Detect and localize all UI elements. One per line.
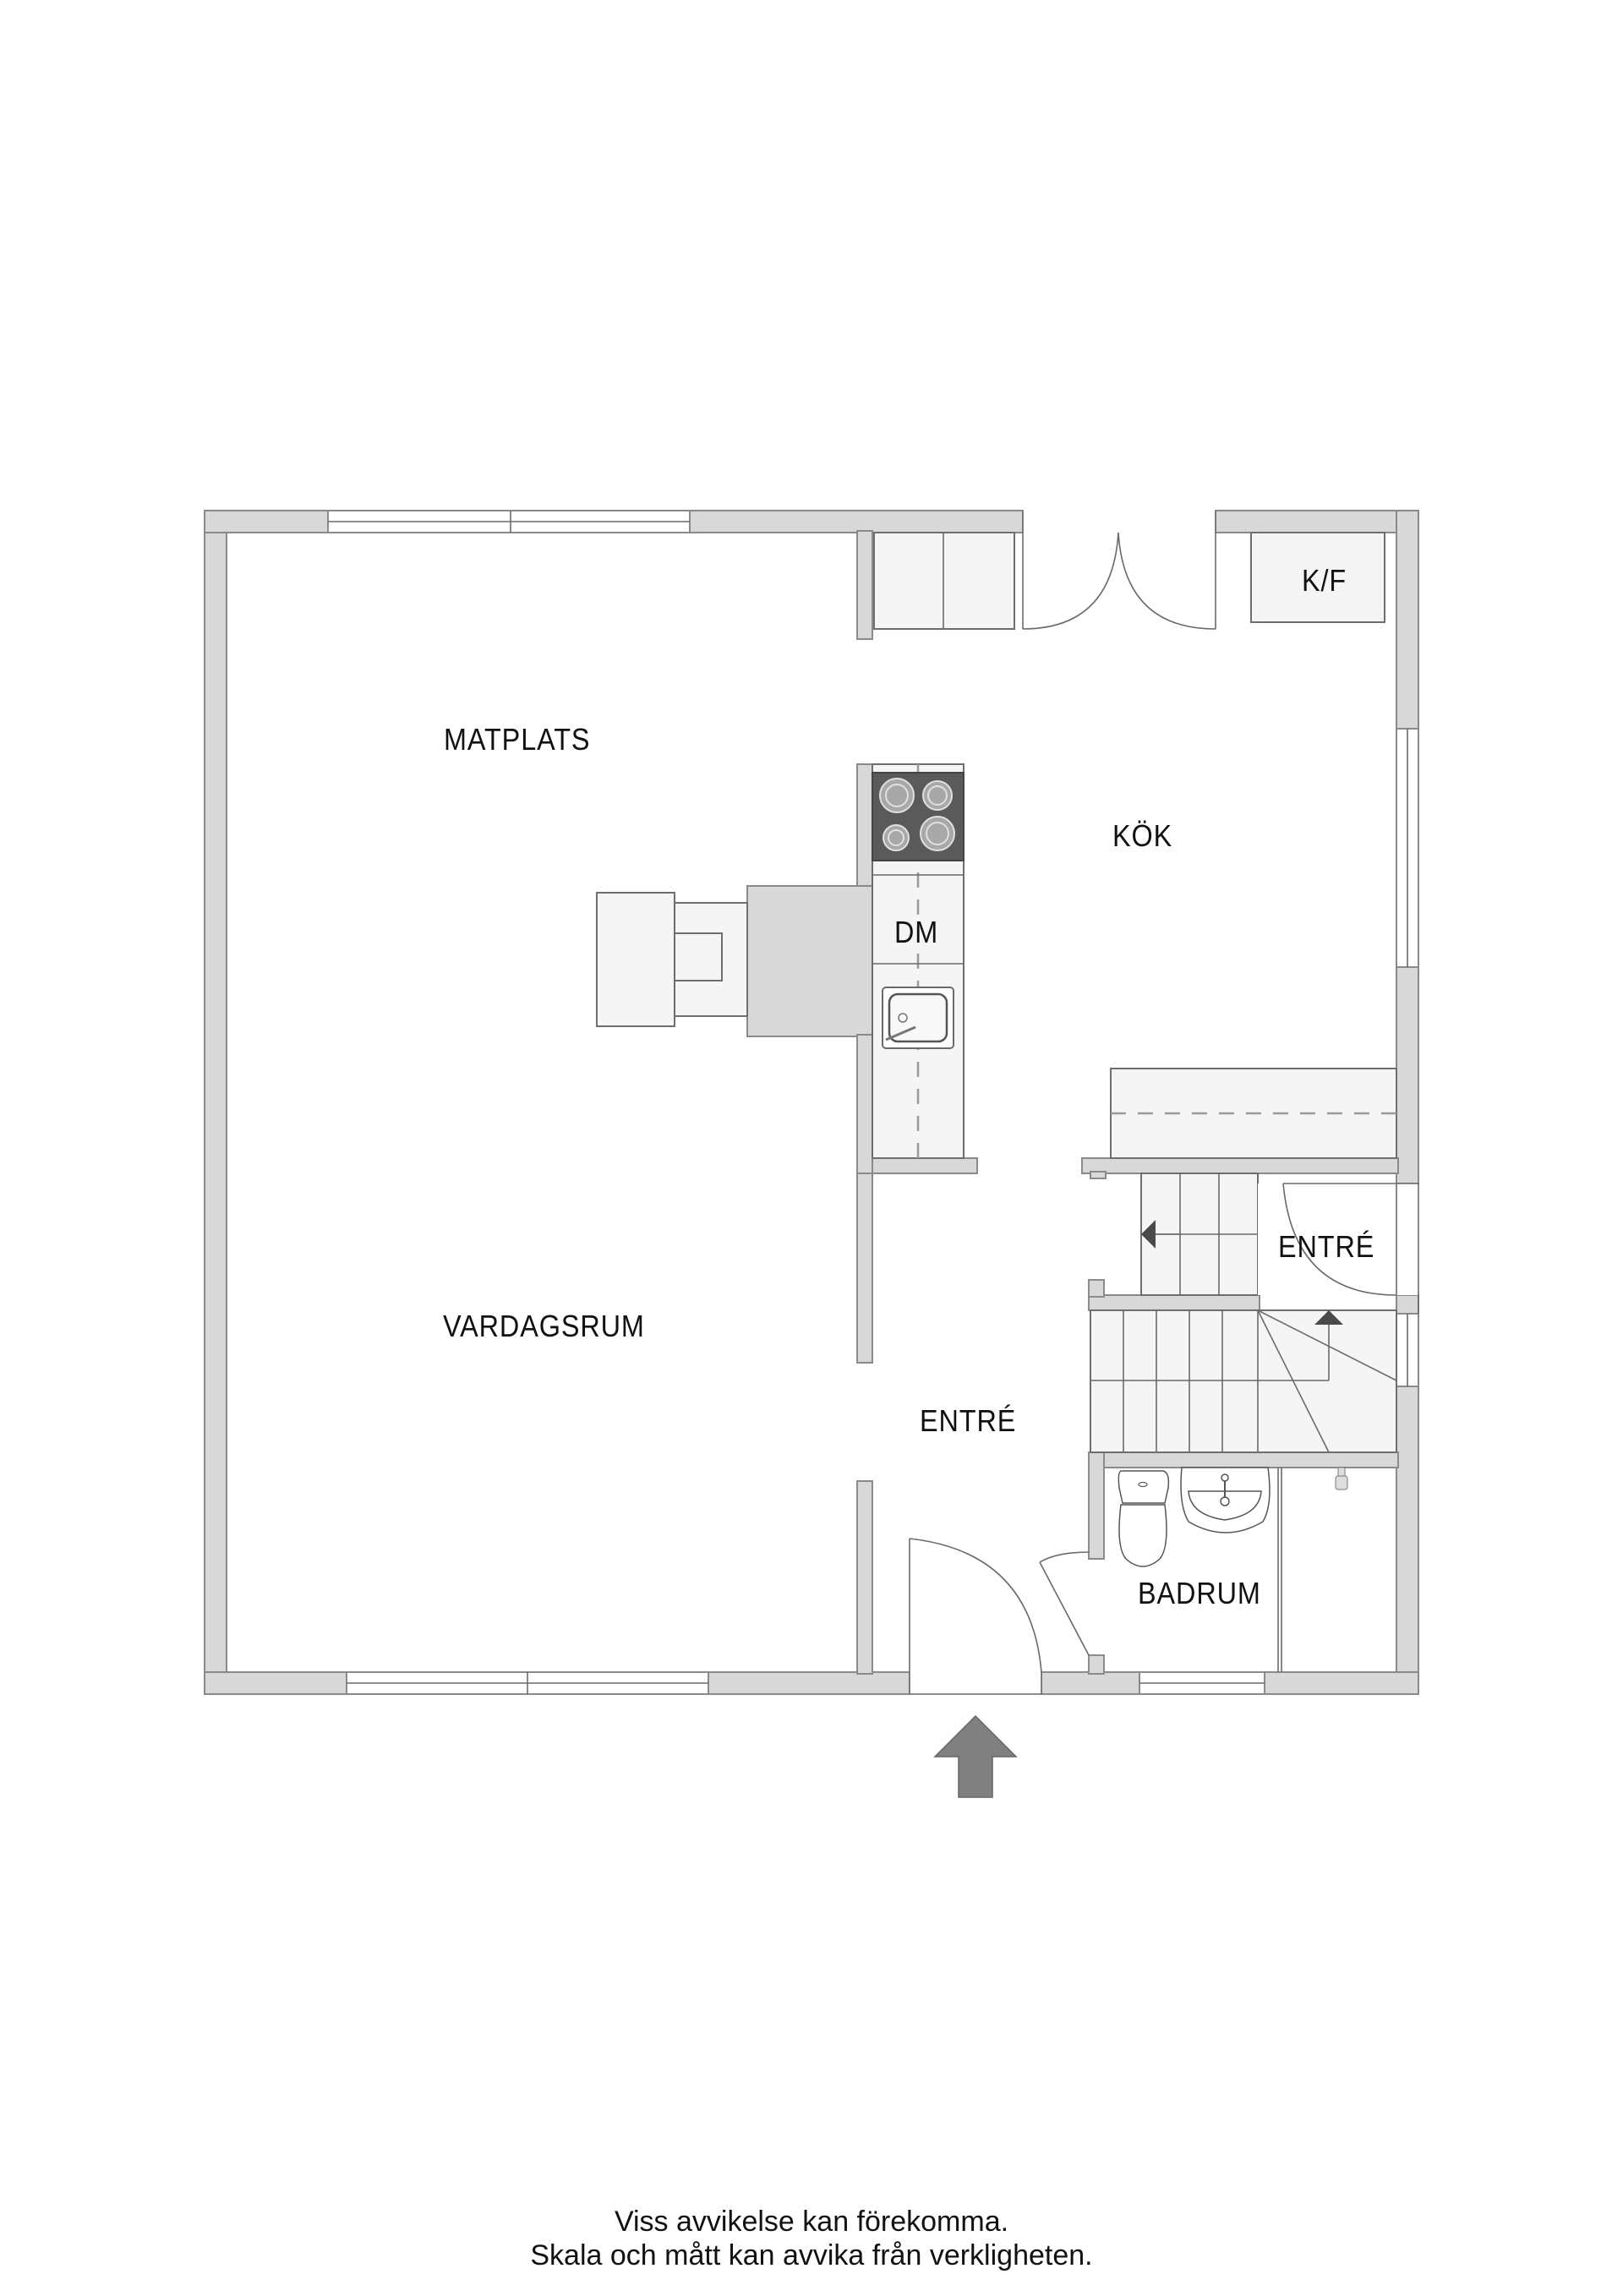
washbasin	[1180, 1467, 1271, 1533]
dining-table	[596, 892, 748, 1027]
window-bottom-vardagsrum	[346, 1671, 709, 1695]
room-label-entre-upper: ENTRÉ	[1278, 1229, 1375, 1264]
room-label-entre-main: ENTRÉ	[920, 1403, 1017, 1438]
fixture-label-dishwasher: DM	[894, 915, 939, 949]
sink	[882, 987, 954, 1049]
kitchen-counter	[872, 763, 965, 1159]
window-top-matplats	[327, 510, 691, 533]
window-right-kok	[1396, 728, 1419, 968]
stair-direction-arrow-up	[1314, 1310, 1343, 1325]
toilet	[1118, 1470, 1170, 1567]
patio-double-door	[1022, 511, 1216, 630]
staircase	[1090, 1173, 1397, 1453]
fixture-label-fridge-freezer: K/F	[1302, 563, 1347, 598]
stove	[872, 772, 965, 861]
room-label-badrum: BADRUM	[1138, 1576, 1261, 1610]
disclaimer-line-1: Viss avvikelse kan förekomma.	[614, 2206, 1009, 2238]
stair-direction-arrow-left	[1141, 1220, 1156, 1249]
kitchen-wall-cabinets	[873, 532, 1015, 630]
window-right-stair	[1396, 1313, 1419, 1387]
main-entrance-door	[909, 1538, 1042, 1695]
fridge-freezer	[1250, 532, 1385, 623]
entrance-arrow-icon	[933, 1714, 1018, 1798]
window-bottom-badrum	[1139, 1671, 1265, 1695]
room-label-vardagsrum: VARDAGSRUM	[443, 1309, 645, 1343]
side-entry-door	[1258, 1183, 1419, 1314]
kitchen-bench	[1110, 1068, 1397, 1159]
room-label-kok: KÖK	[1112, 818, 1173, 853]
bathroom-fixtures	[1118, 1467, 1348, 1567]
shower-head	[1335, 1467, 1348, 1490]
windows	[327, 510, 1419, 1695]
disclaimer-line-2: Skala och mått kan avvika från verklighe…	[530, 2239, 1093, 2271]
room-label-matplats: MATPLATS	[444, 722, 591, 757]
bathroom-door	[1039, 1551, 1090, 1656]
exterior-walls	[204, 510, 1419, 1695]
disclaimer: Viss avvikelse kan förekomma. Skala och …	[0, 2205, 1623, 2272]
interior-walls	[746, 530, 1399, 1675]
